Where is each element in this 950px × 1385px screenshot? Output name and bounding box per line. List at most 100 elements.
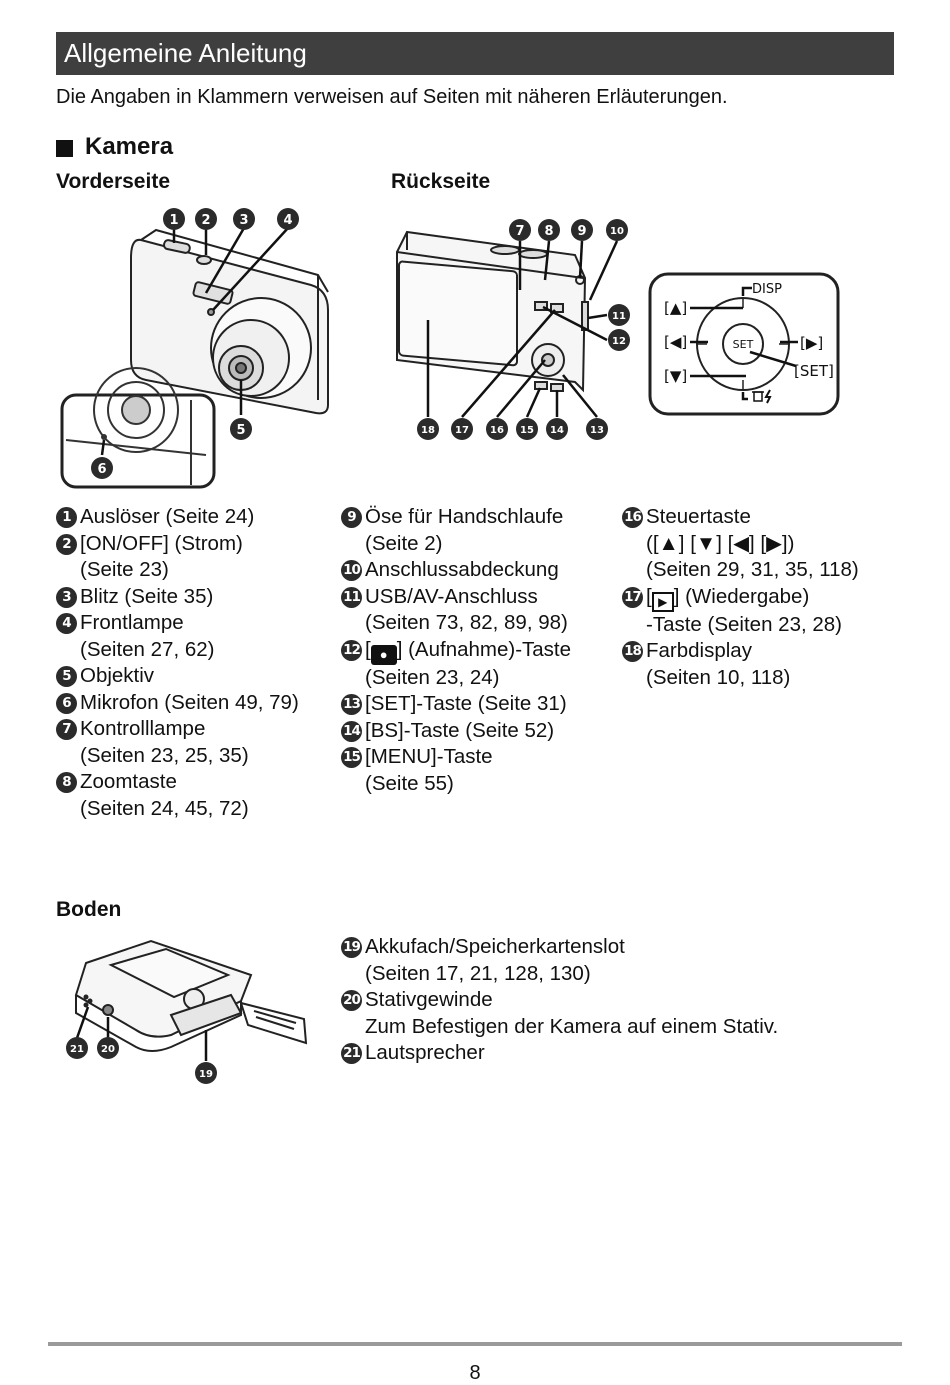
legend-number: 1: [56, 507, 77, 528]
footer-divider: [48, 1342, 902, 1346]
battery-compartment: [169, 993, 243, 1037]
legend-number: 19: [341, 937, 362, 958]
play-icon: ▶: [651, 591, 674, 612]
svg-text:13: 13: [590, 425, 604, 436]
legend-text: Objektiv: [80, 664, 155, 687]
legend-text-prefix: [: [365, 637, 371, 661]
legend-text: Stativgewinde Zum Befestigen der Kamera …: [365, 988, 779, 1038]
legend-text: [BS]-Taste (Seite 52): [365, 718, 555, 742]
callout-2: 2: [195, 208, 217, 230]
svg-text:4: 4: [283, 213, 292, 228]
dpad-left-label: [◀]: [664, 333, 687, 351]
callout-8: 8: [538, 219, 560, 241]
legend-text: Auslöser (Seite 24): [80, 505, 255, 528]
legend-item: 13[SET]-Taste (Seite 31): [341, 691, 621, 718]
front-view-title: Vorderseite: [56, 170, 170, 193]
dpad-set-bracket-label: [SET]: [794, 362, 834, 380]
front-callouts: 1 2 3 4 5 6: [91, 208, 299, 479]
legend-text: [SET]-Taste (Seite 31): [365, 692, 567, 715]
bottom-callouts: 21 20 19: [66, 1037, 217, 1084]
svg-text:7: 7: [515, 224, 524, 239]
legend-number: 7: [56, 719, 77, 740]
callout-21: 21: [66, 1037, 88, 1059]
camera-icon: ●: [370, 644, 397, 665]
legend-number: 8: [56, 772, 77, 793]
shutter-button: [162, 239, 191, 254]
svg-text:6: 6: [97, 462, 106, 477]
callout-6: 6: [91, 457, 113, 479]
bs-button: [550, 383, 564, 392]
callout-15: 15: [516, 418, 538, 440]
legend-number: 6: [56, 692, 77, 714]
legend-text: [MENU]-Taste (Seite 55): [365, 745, 493, 795]
legend-text: [ON/OFF] (Strom) (Seite 23): [80, 531, 243, 582]
page-number: 8: [469, 1362, 481, 1384]
callout-16: 16: [486, 418, 508, 440]
legend-item: 12[●] (Aufnahme)-Taste (Seiten 23, 24): [341, 637, 621, 692]
svg-text:18: 18: [421, 425, 435, 436]
page-title: Allgemeine Anleitung: [56, 32, 894, 75]
callout-3: 3: [233, 208, 255, 230]
legend-number: 14: [341, 720, 362, 742]
legend-number: 20: [341, 990, 362, 1011]
svg-text:21: 21: [70, 1044, 84, 1055]
legend-text: Kontrolllampe (Seiten 23, 25, 35): [80, 717, 249, 767]
legend-number: 17: [622, 586, 643, 608]
legend-text: Zoomtaste (Seiten 24, 45, 72): [80, 770, 249, 820]
dpad-detail-diagram: SET DISP [▲] [◀] [▼] [▶] [SET]: [648, 272, 840, 416]
svg-text:11: 11: [612, 311, 626, 322]
legend-number: 3: [56, 586, 77, 608]
record-button: [534, 301, 548, 311]
usb-port-cover: [581, 301, 589, 331]
legend-number: 4: [56, 613, 77, 634]
svg-text:1: 1: [169, 213, 178, 228]
svg-text:5: 5: [236, 423, 245, 438]
menu-button: [534, 381, 548, 390]
callout-1: 1: [163, 208, 185, 230]
legend-number: 18: [622, 641, 643, 662]
callout-17: 17: [451, 418, 473, 440]
callout-19: 19: [195, 1062, 217, 1084]
back-view-diagram: 7 8 9 10 11 12 13 14 15 16 17 18: [396, 219, 630, 440]
microphone: [101, 434, 107, 440]
square-bullet-icon: [56, 139, 73, 157]
legend-text-suffix: ] (Wiedergabe) -Taste (Seiten 23, 28): [646, 584, 842, 636]
section-heading: Kamera: [56, 133, 173, 161]
svg-text:12: 12: [612, 336, 626, 347]
legend-text: [▶] (Wiedergabe) -Taste (Seiten 23, 28): [646, 584, 842, 639]
svg-text:9: 9: [577, 224, 586, 239]
legend-number: 15: [341, 747, 362, 768]
legend-number: 10: [341, 560, 362, 581]
set-button-small: [541, 353, 555, 367]
legend-text: Frontlampe (Seiten 27, 62): [80, 611, 215, 661]
speaker: [83, 994, 93, 1008]
legend-item: 2[ON/OFF] (Strom) (Seite 23): [56, 531, 336, 584]
dpad-set-label: SET: [733, 338, 754, 351]
svg-text:8: 8: [544, 224, 553, 239]
dpad-up-label: [▲]: [664, 299, 687, 317]
bottom-view-title: Boden: [56, 898, 122, 921]
svg-text:17: 17: [455, 425, 469, 436]
svg-text:10: 10: [610, 226, 624, 237]
legend-text-suffix: ] (Aufnahme)-Taste (Seiten 23, 24): [365, 637, 572, 689]
callout-12: 12: [608, 329, 630, 351]
legend-number: 12: [341, 639, 362, 661]
color-display: [398, 260, 518, 367]
callout-18: 18: [417, 418, 439, 440]
front-lamp: [207, 308, 215, 316]
legend-item: 17[▶] (Wiedergabe) -Taste (Seiten 23, 28…: [622, 584, 902, 639]
